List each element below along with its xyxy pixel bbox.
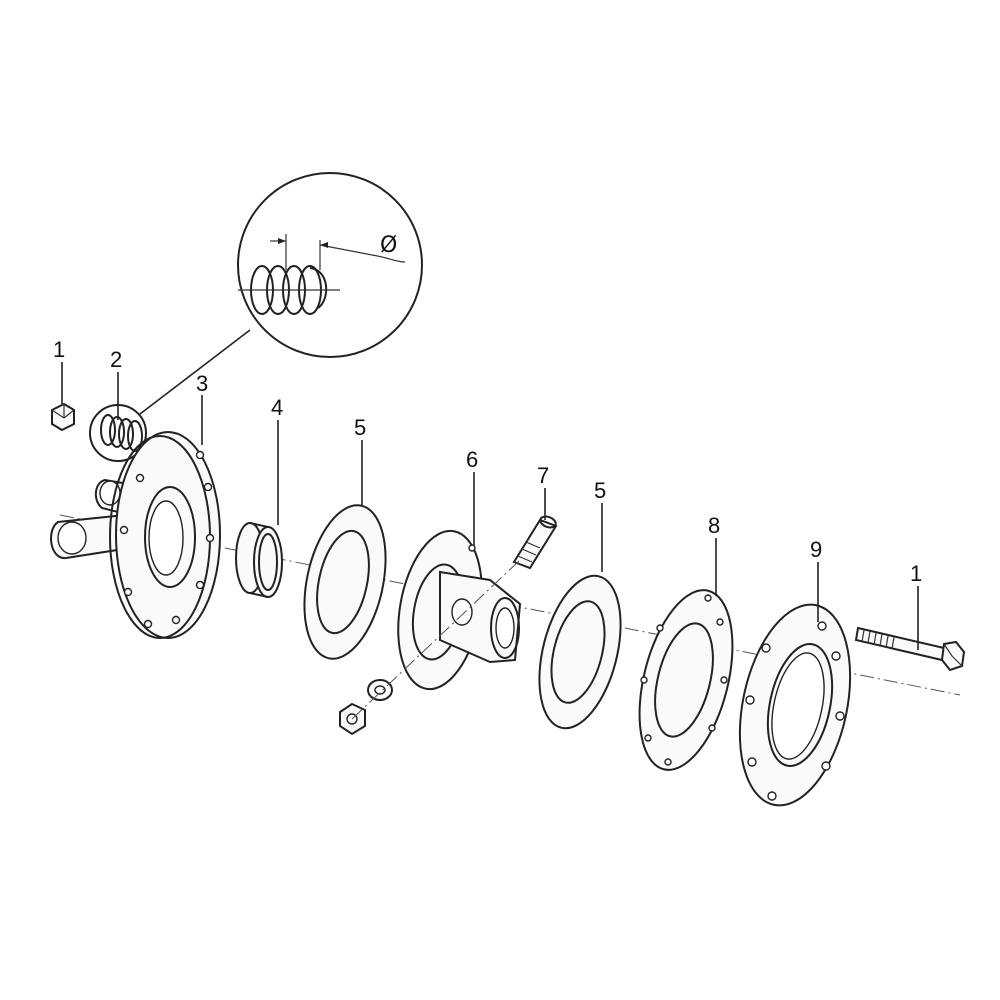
callout-5-right: 5 [594, 478, 606, 503]
part-1-bolt [854, 626, 966, 672]
callout-1-right: 1 [910, 561, 922, 586]
leader-lines [61, 362, 919, 650]
pin-axis [351, 559, 521, 720]
part-5-friction-disc-left [303, 504, 387, 660]
part-1-nut [51, 402, 75, 432]
callout-2: 2 [110, 347, 122, 372]
part-8-pressure-plate [638, 589, 734, 771]
pitch-dimension [270, 234, 406, 270]
part-9-flange-plate [738, 603, 852, 807]
spring-detail-callout: Ø [89, 172, 423, 462]
callout-5-left: 5 [354, 415, 366, 440]
part-6-hub [397, 529, 522, 691]
part-3-yoke-flange [50, 431, 221, 639]
diameter-symbol: Ø [380, 233, 397, 258]
callout-9: 9 [810, 537, 822, 562]
callout-4: 4 [271, 395, 283, 420]
callout-3: 3 [196, 371, 208, 396]
callout-1-left: 1 [53, 337, 65, 362]
shear-pin-washer [367, 679, 393, 701]
callout-7: 7 [537, 463, 549, 488]
part-4-bushing [235, 522, 283, 598]
callout-6: 6 [466, 447, 478, 472]
part-7-shear-pin [512, 515, 558, 570]
part-2-spring [100, 414, 143, 452]
callout-8: 8 [708, 513, 720, 538]
part-5-friction-disc-right [538, 574, 622, 730]
detail-circle [237, 172, 423, 358]
detail-connector-line [139, 329, 251, 415]
spring-detail-coils [238, 265, 340, 315]
